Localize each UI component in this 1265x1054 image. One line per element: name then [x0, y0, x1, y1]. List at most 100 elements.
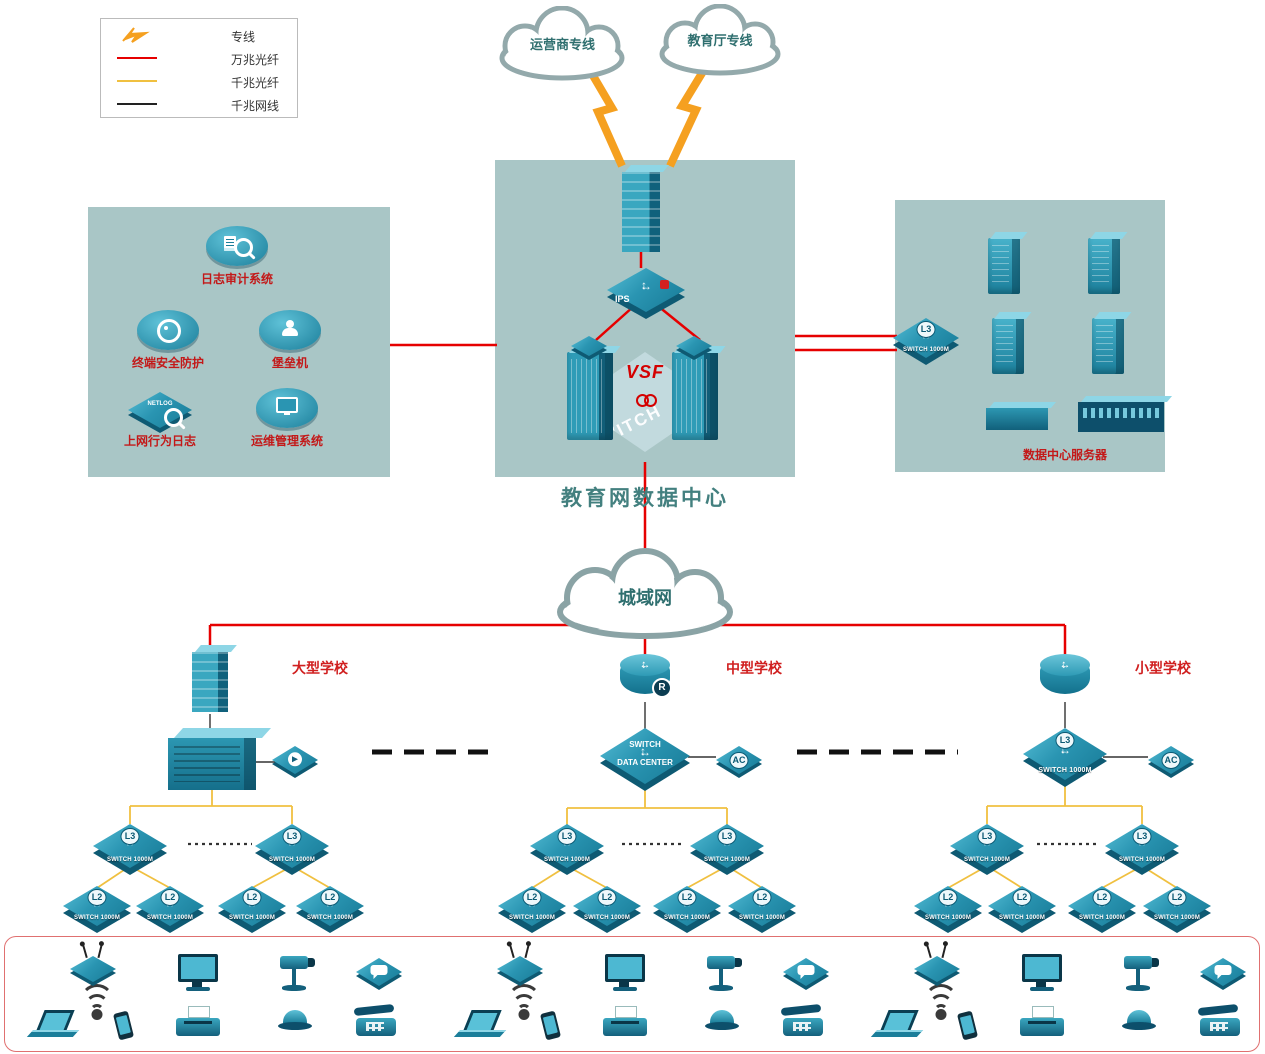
im-chat-icon	[356, 958, 402, 986]
ptz-camera-icon	[1120, 952, 1166, 996]
lightning-icon	[122, 27, 150, 43]
core-label-2: DATA CENTER	[617, 758, 673, 767]
router-top	[1040, 654, 1090, 676]
legend-label: 万兆光纤	[231, 53, 280, 67]
router-badge: R	[652, 678, 672, 698]
dc-server-tower	[988, 238, 1020, 294]
switch-speed-label: SWITCH 1000M	[543, 856, 591, 863]
core-badge: L3	[1055, 732, 1075, 750]
monitor-icon	[276, 397, 298, 415]
switch-speed-label: SWITCH 1000M	[106, 856, 154, 863]
switch-speed-label: SWITCH 1000M	[902, 347, 950, 354]
person-icon	[281, 320, 299, 336]
switch-speed-label: SWITCH 1000M	[508, 915, 556, 922]
cloud-shape	[659, 3, 781, 76]
switch-speed-label: SWITCH 1000M	[268, 856, 316, 863]
switch-speed-label: SWITCH 1000M	[998, 915, 1046, 922]
switch-badge: L2	[677, 889, 697, 907]
chat-bubble-icon	[1214, 964, 1232, 979]
dc-server-tower	[1088, 238, 1120, 294]
ptz-camera-icon	[703, 952, 749, 996]
yellow-line-icon	[117, 80, 157, 82]
metro-cloud-label: 城域网	[618, 588, 672, 608]
legend-label: 千兆光纤	[231, 76, 280, 90]
switch-badge: L2	[522, 889, 542, 907]
server-top-module	[676, 336, 712, 356]
medium-school-label: 中型学校	[726, 660, 782, 676]
laptop-icon	[870, 1010, 924, 1040]
wlan-ap-icon	[914, 944, 960, 982]
ops-system-icon	[256, 388, 318, 428]
isp-cloud: 运营商专线	[485, 5, 640, 89]
legend-row: 千兆光纤	[111, 71, 287, 91]
l2-switch: L2 SWITCH 1000M	[988, 886, 1056, 926]
switch-badge: L2	[320, 889, 340, 907]
l2-switch: L2 SWITCH 1000M	[218, 886, 286, 926]
switch-speed-label: SWITCH 1000M	[663, 915, 711, 922]
switch-badge: L2	[938, 889, 958, 907]
smartphone-icon	[112, 1010, 135, 1041]
medium-school-core-switch: SWITCH DATA CENTER	[600, 728, 690, 784]
legend-label: 专线	[231, 30, 256, 44]
vsf-link-icon	[636, 394, 657, 407]
telephone-icon	[779, 1003, 827, 1036]
edu-cloud-label: 教育厅专线	[687, 33, 753, 48]
dc-server-tower	[992, 318, 1024, 374]
ips-red-module-icon	[660, 280, 669, 289]
switch-speed-label: SWITCH 1000M	[1078, 915, 1126, 922]
dc-switch-chassis	[1078, 402, 1164, 432]
vsf-label: VSF	[625, 362, 665, 382]
pc-monitor-icon	[178, 954, 220, 992]
chat-bubble-icon	[797, 964, 815, 979]
wlan-ap-icon	[497, 944, 543, 982]
isp-cloud-label: 运营商专线	[529, 37, 595, 52]
log-audit-label: 日志审计系统	[200, 272, 273, 286]
legend: 专线 万兆光纤 千兆光纤 千兆网线	[100, 18, 298, 118]
dome-camera-icon	[278, 1008, 312, 1034]
switch-badge: L3	[1132, 827, 1152, 845]
net-behavior-label: 上网行为日志	[123, 434, 196, 448]
telephone-icon	[352, 1003, 400, 1036]
switch-badge: L3	[717, 827, 737, 845]
l2-switch: L2 SWITCH 1000M	[653, 886, 721, 926]
switch-speed-label: SWITCH 1000M	[146, 915, 194, 922]
ac-badge: AC	[729, 752, 749, 770]
switch-badge: L2	[752, 889, 772, 907]
legend-row: 千兆网线	[111, 94, 287, 114]
smartphone-icon	[539, 1010, 562, 1041]
large-school-label: 大型学校	[292, 660, 348, 676]
terminal-security-label: 终端安全防护	[131, 356, 204, 370]
switch-speed-label: SWITCH 1000M	[703, 856, 751, 863]
small-school-core-switch: L3 SWITCH 1000M	[1023, 728, 1107, 780]
core-firewall-icon	[622, 172, 660, 252]
switch-badge: L3	[916, 321, 936, 339]
server-top-module	[571, 336, 607, 356]
server-zone-title: 数据中心服务器	[1022, 448, 1107, 462]
l2-switch: L2 SWITCH 1000M	[1143, 886, 1211, 926]
endpoint-group-small	[870, 944, 1262, 1052]
l2-switch: L2 SWITCH 1000M	[573, 886, 641, 926]
switch-badge: L2	[1012, 889, 1032, 907]
document-icon	[224, 236, 236, 251]
l2-switch: L2 SWITCH 1000M	[1068, 886, 1136, 926]
wifi-signal-icon	[507, 984, 541, 1020]
wifi-signal-icon	[80, 984, 114, 1020]
magnifier-icon	[234, 238, 253, 257]
printer-icon	[603, 1006, 649, 1036]
speaker-icon	[288, 752, 302, 767]
large-school-core-switch	[168, 738, 256, 790]
bastion-label: 堡垒机	[271, 356, 308, 370]
server-zone-switch: L3 SWITCH 1000M	[893, 318, 959, 358]
switch-badge: L3	[557, 827, 577, 845]
switch-speed-label: SWITCH 1000M	[583, 915, 631, 922]
switch-badge: L2	[1092, 889, 1112, 907]
wlan-ap-icon	[70, 944, 116, 982]
large-school-ac-device	[272, 746, 318, 774]
endpoint-group-medium	[453, 944, 845, 1052]
switch-badge: L3	[120, 827, 140, 845]
l2-switch: L2 SWITCH 1000M	[914, 886, 982, 926]
small-school-router	[1040, 654, 1090, 694]
black-line-icon	[117, 103, 157, 105]
l3-switch: L3 SWITCH 1000M	[93, 824, 167, 868]
small-school-ac-device: AC	[1148, 746, 1194, 774]
